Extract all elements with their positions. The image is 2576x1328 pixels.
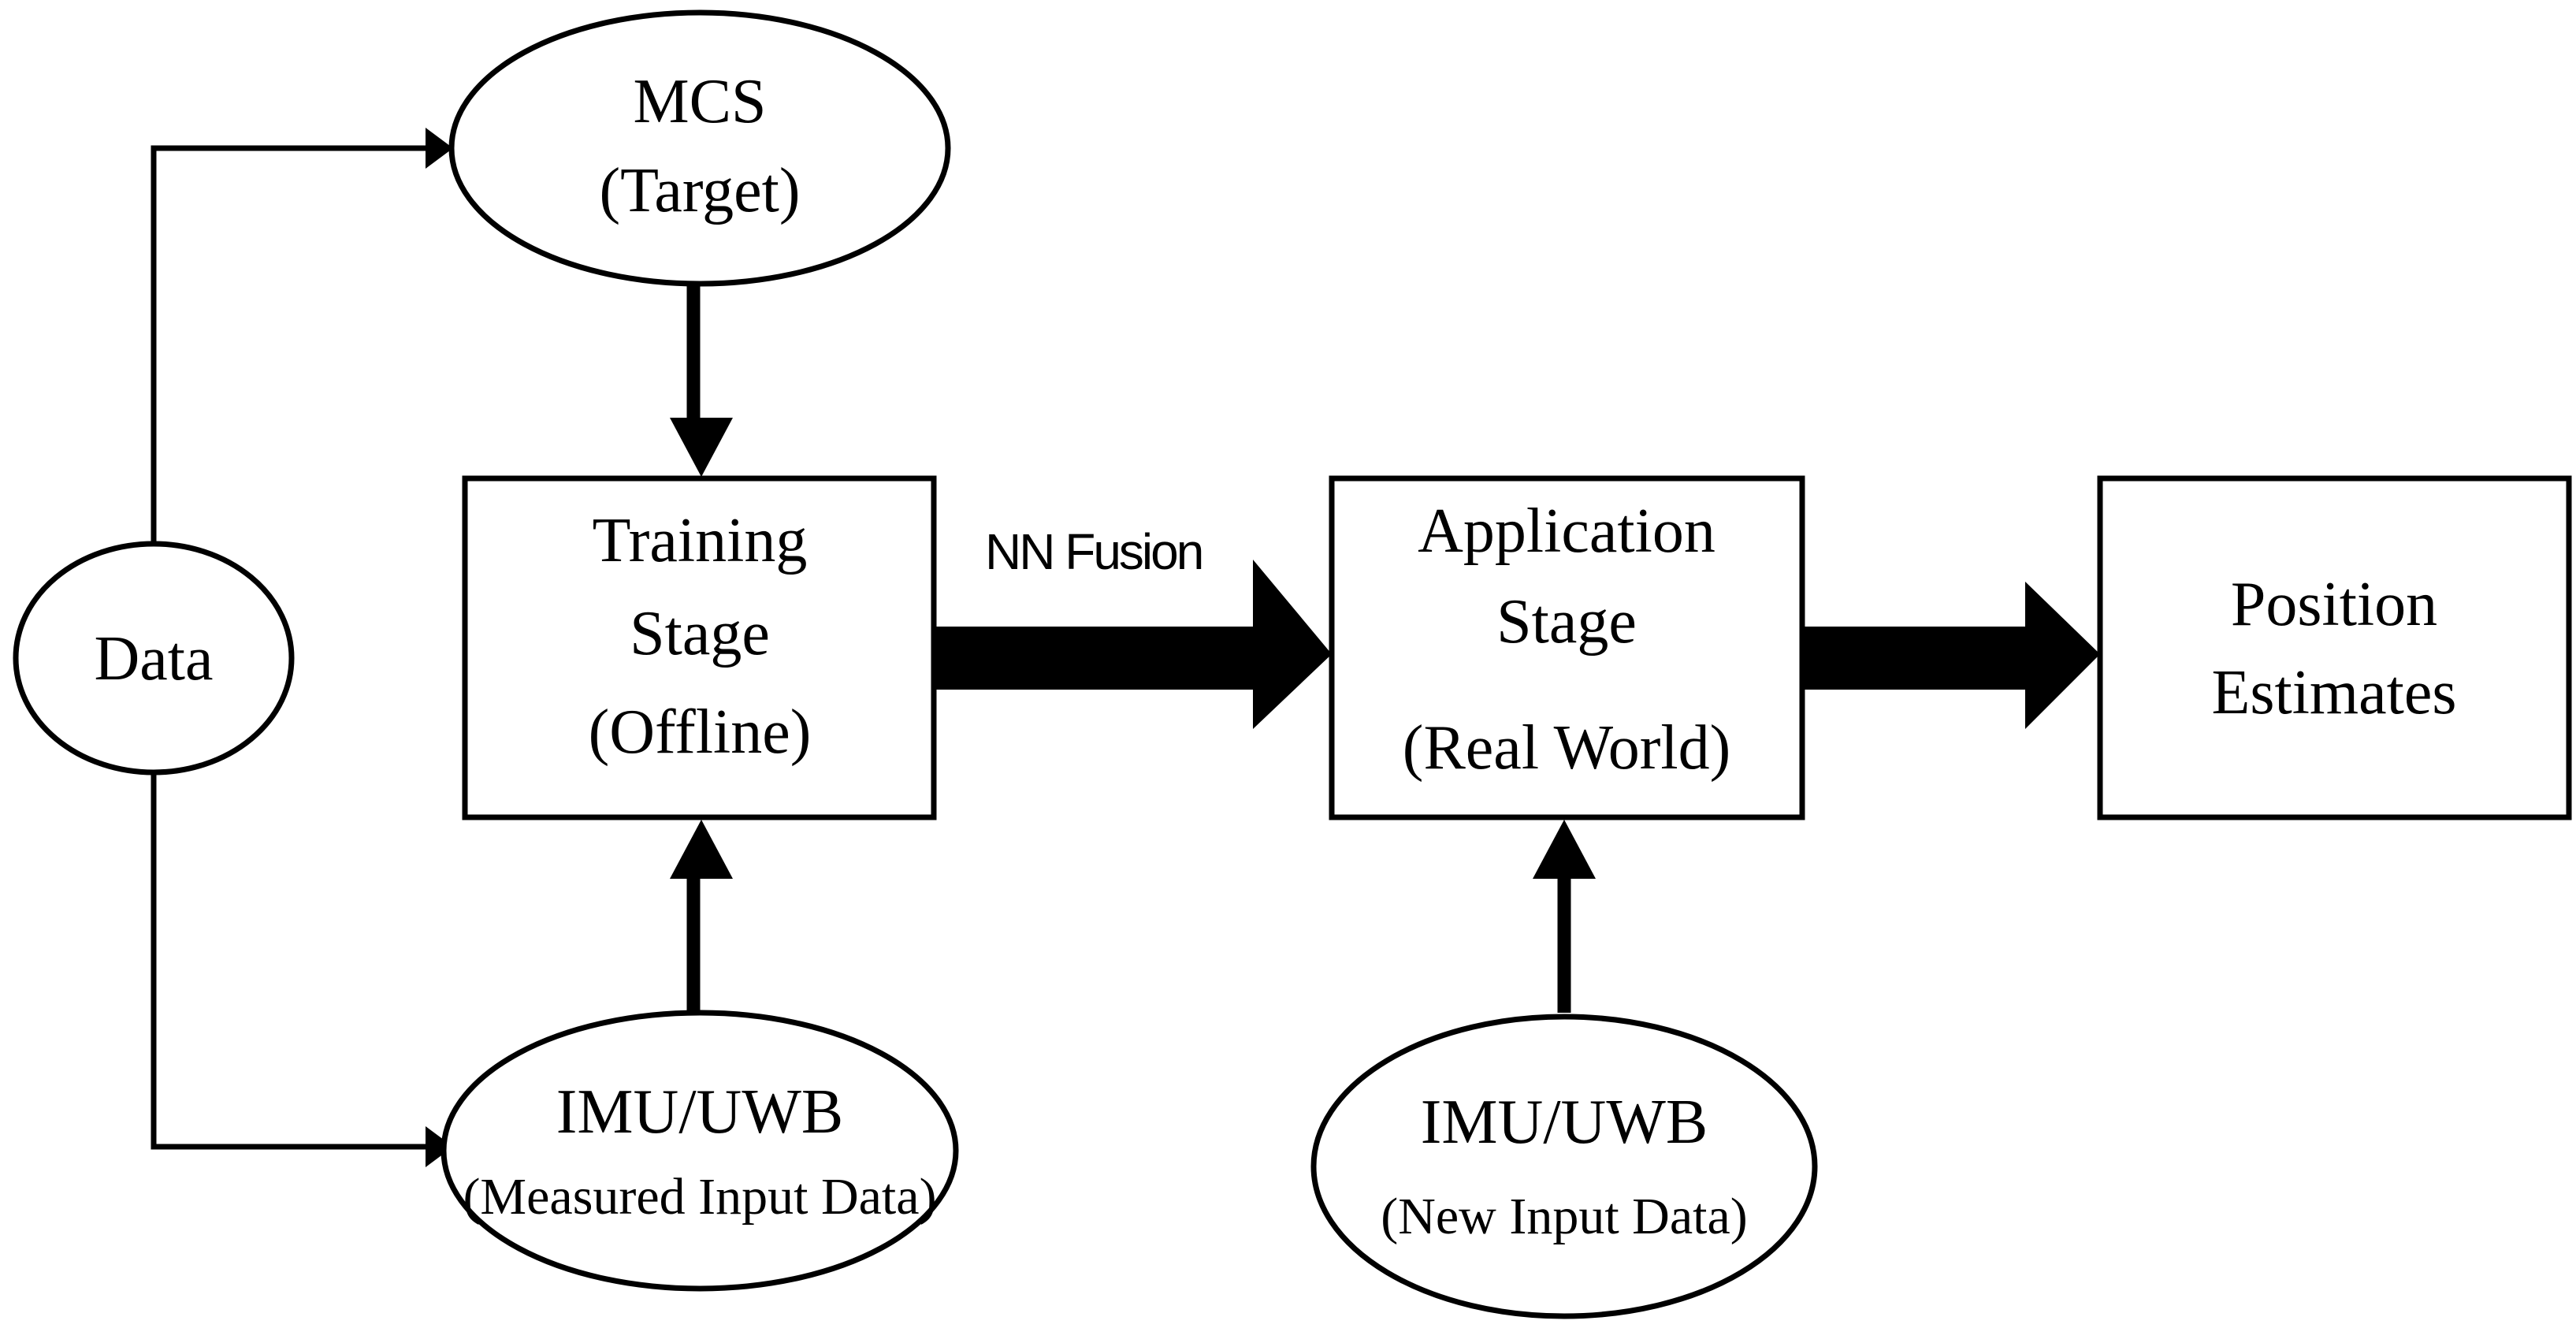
- imu-uwb-new-subtitle: (New Input Data): [1381, 1188, 1747, 1245]
- application-stage-line1: Application: [1418, 497, 1715, 566]
- edge-data-to-mcs: [151, 128, 453, 544]
- mcs-title: MCS: [634, 67, 767, 136]
- node-imu-uwb-new: IMU/UWB (New Input Data): [1310, 1014, 1818, 1319]
- training-stage-line1: Training: [593, 506, 808, 575]
- training-stage-line3: (Offline): [589, 697, 812, 767]
- nn-fusion-label: NN Fusion: [985, 523, 1202, 580]
- data-label: Data: [94, 624, 213, 694]
- application-stage-line2: Stage: [1496, 587, 1637, 657]
- edge-mcs-to-training: [670, 284, 733, 477]
- position-estimates-line2: Estimates: [2211, 658, 2456, 727]
- imu-uwb-new-title: IMU/UWB: [1421, 1088, 1708, 1157]
- node-mcs: MCS (Target): [448, 9, 951, 287]
- training-stage-box: [462, 475, 937, 820]
- training-stage-line2: Stage: [630, 599, 770, 668]
- node-data: Data: [13, 541, 295, 776]
- node-application-stage: Application Stage (Real World): [1329, 475, 1805, 820]
- node-training-stage: Training Stage (Offline): [462, 475, 937, 820]
- edge-application-to-position: [1802, 582, 2100, 729]
- application-stage-line3: (Real World): [1403, 713, 1730, 783]
- position-estimates-box: [2097, 475, 2572, 820]
- imu-uwb-measured-ellipse: [440, 1010, 959, 1292]
- imu-uwb-measured-title: IMU/UWB: [556, 1077, 843, 1147]
- mcs-ellipse: [448, 9, 951, 287]
- node-imu-uwb-measured: IMU/UWB (Measured Input Data): [440, 1010, 959, 1292]
- imu-uwb-measured-subtitle: (Measured Input Data): [463, 1168, 936, 1226]
- edge-training-to-application: [934, 560, 1332, 729]
- edge-data-to-imu-measured: [151, 772, 453, 1167]
- mcs-subtitle: (Target): [600, 156, 801, 225]
- data-ellipse: [13, 541, 295, 776]
- position-estimates-line1: Position: [2231, 570, 2437, 639]
- node-position-estimates: Position Estimates: [2097, 475, 2572, 820]
- edge-imu-new-to-application: [1533, 820, 1596, 1013]
- edge-imu-measured-to-training: [670, 820, 733, 1013]
- imu-uwb-new-ellipse: [1310, 1014, 1818, 1319]
- application-stage-box: [1329, 475, 1805, 820]
